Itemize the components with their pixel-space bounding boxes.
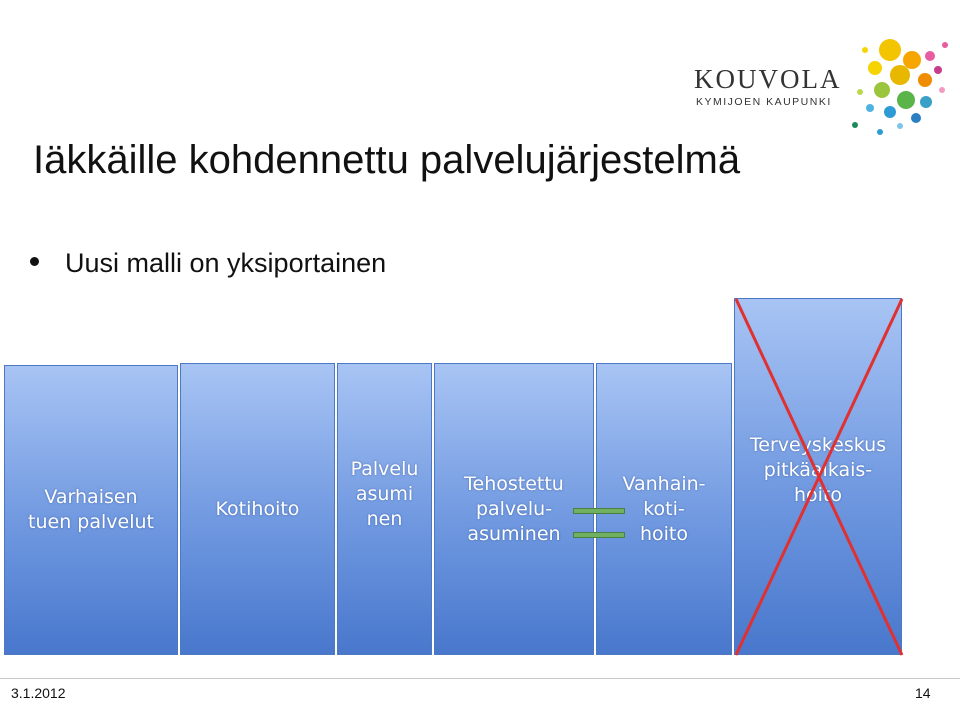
box-tehostettu-palveluasuminen: Tehostettu palvelu- asuminen (434, 363, 594, 655)
logo-dots-icon (852, 39, 948, 135)
box-label: Palvelu asumi nen (350, 457, 419, 530)
box-label: Kotihoito (215, 497, 300, 520)
logo-name: KOUVOLA (694, 64, 842, 94)
slide-title: Iäkkäille kohdennettu palvelujärjestelmä (33, 138, 741, 182)
footer-divider (0, 678, 960, 679)
box-palveluasuminen: Palvelu asumi nen (337, 363, 432, 655)
equals-sign-bottom (573, 532, 625, 538)
box-label: Varhaisen tuen palvelut (28, 486, 154, 533)
bullet-icon (30, 257, 39, 267)
footer-date: 3.1.2012 (11, 685, 66, 701)
page-number: 14 (915, 685, 931, 701)
logo-tagline: KYMIJOEN KAUPUNKI (696, 96, 832, 108)
bullet-item: Uusi malli on yksiportainen (30, 248, 386, 279)
cross-out-icon (734, 298, 904, 656)
box-kotihoito: Kotihoito (180, 363, 335, 655)
box-label: Vanhain- koti- hoito (622, 472, 706, 545)
bullet-text: Uusi malli on yksiportainen (65, 248, 387, 278)
box-label: Tehostettu palvelu- asuminen (464, 472, 564, 545)
box-label: Terveyskeskus pitkäaikais- hoito (749, 434, 887, 506)
box-varhaisen-tuen-palvelut: Varhaisen tuen palvelut (4, 365, 178, 655)
equals-sign-top (573, 508, 625, 514)
kouvola-logo: KOUVOLA KYMIJOEN KAUPUNKI (690, 30, 960, 150)
